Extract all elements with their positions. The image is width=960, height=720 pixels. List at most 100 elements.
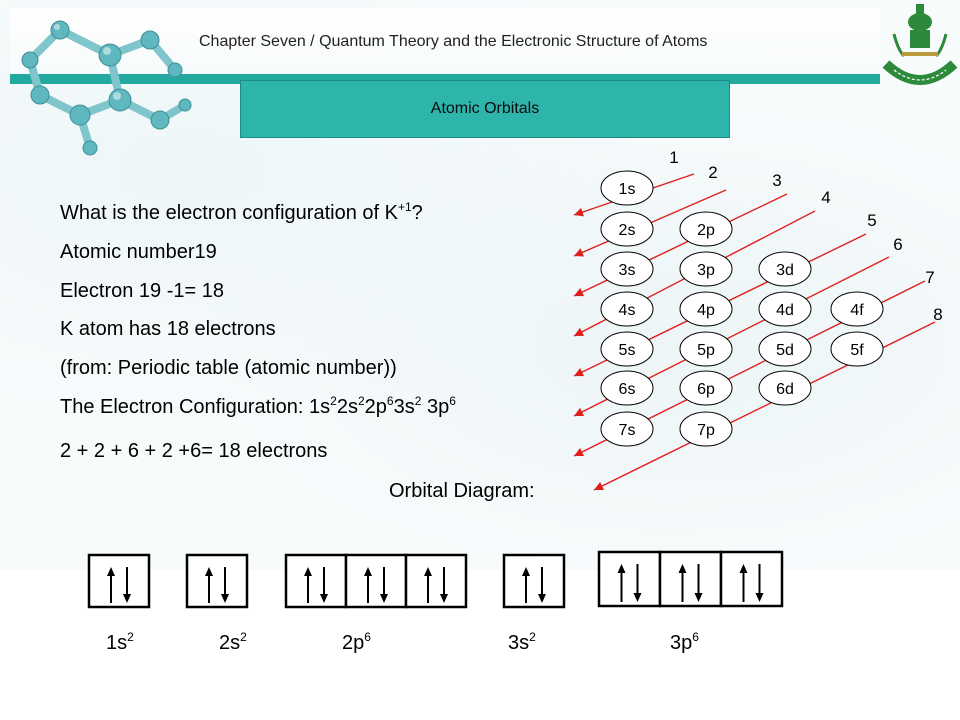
orbital-label: 3p [697,262,715,279]
section-title: Atomic Orbitals [430,100,540,117]
orbital-label: 4f [850,302,864,319]
arrow-number: 5 [867,211,876,230]
arrowhead [574,368,585,377]
spin-down-arrowhead [221,594,229,603]
subshell-electron-count: 6 [364,630,371,644]
question-text: What is the electron configuration of K [60,202,398,224]
orbital-label: 2p [697,222,715,239]
orbital-ellipse [830,291,884,327]
arrow-number: 1 [669,148,678,167]
config-line: The Electron Configuration: 1s22s22p63s2… [60,394,456,419]
question-charge: +1 [397,200,412,214]
orbital-ellipse [679,370,733,406]
config-term: 2s [336,396,358,418]
orbital-label: 4p [697,302,715,319]
k-atom-line: K atom has 18 electrons [60,318,276,340]
spin-up-arrowhead [522,567,530,576]
electrons-calc-line: Electron 19 -1= 18 [60,280,224,302]
arrow-number: 8 [933,305,942,324]
orbital-ellipse [600,331,654,367]
sum-line: 2 + 2 + 6 + 2 +6= 18 electrons [60,440,328,462]
orbital-label: 3d [776,262,794,279]
arrowhead [574,207,584,217]
subshell-label: 3s2 [508,630,536,655]
spin-down-arrowhead [320,594,328,603]
subshell-label: 2p6 [342,630,371,655]
spin-down-arrowhead [633,593,642,602]
arrowhead [594,481,605,491]
spin-down-arrowhead [380,594,388,603]
orbital-ellipse [600,411,654,447]
spin-down-arrowhead [123,594,131,603]
orbital-ellipse [758,370,812,406]
orbital-label: 4s [619,302,636,319]
arrowhead [574,288,585,297]
spin-up-arrowhead [304,567,312,576]
orbital-ellipse [679,251,733,287]
header-accent-strip [10,74,880,84]
orbital-label: 1s [619,181,636,198]
subshell-electron-count: 2 [529,630,536,644]
arrowhead [574,407,585,416]
orbital-label: 6d [776,381,794,398]
orbital-ellipse [679,411,733,447]
arrowhead [574,327,585,336]
spin-up-arrowhead [205,567,213,576]
spin-up-arrowhead [424,567,432,576]
orbital-label: 5p [697,342,715,359]
config-prefix: The Electron Configuration: [60,396,310,418]
config-term: 1s [309,396,331,418]
orbital-label: 7s [619,422,636,439]
subshell-name: 2s [219,632,241,654]
orbital-box [719,550,784,608]
arrow-number: 7 [925,268,934,287]
orbital-box [185,553,249,609]
subshell-electron-count: 2 [240,630,247,644]
orbital-label: 6s [619,381,636,398]
arrow-number: 2 [708,163,717,182]
config-exponent: 2 [357,394,365,408]
spin-down-arrowhead [538,594,546,603]
orbital-box [284,553,348,609]
config-term: 3p [421,396,450,418]
orbital-ellipse [600,251,654,287]
orbital-label: 6p [697,381,715,398]
orbital-box-diagram [87,550,784,609]
spin-up-arrowhead [617,564,626,573]
subshell-name: 3p [670,632,693,654]
orbital-box [597,550,662,608]
subshell-name: 1s [106,632,128,654]
orbital-ellipse [758,331,812,367]
university-logo [882,4,958,85]
orbital-label: 3s [619,262,636,279]
orbital-ellipse [600,370,654,406]
config-exponent: 2 [414,394,422,408]
orbital-ellipse [679,211,733,247]
subshell-label: 3p6 [670,630,699,655]
orbital-ellipse [600,170,654,206]
orbital-ellipse [600,211,654,247]
orbital-box [344,553,408,609]
chapter-title: Chapter Seven / Quantum Theory and the E… [199,33,708,50]
subshell-electron-count: 6 [692,630,699,644]
spin-up-arrowhead [364,567,372,576]
orbital-label: 5d [776,342,794,359]
orbital-label: 4d [776,302,794,319]
orbital-box [87,553,151,609]
spin-down-arrowhead [694,593,703,602]
orbital-ellipse [758,251,812,287]
section-title-box: Atomic Orbitals [240,80,730,138]
config-exponent: 6 [386,394,394,408]
orbital-box [404,553,468,609]
config-exponent: 2 [330,394,337,408]
config-term: 3s [393,396,415,418]
orbital-box [502,553,566,609]
spin-up-arrowhead [107,567,115,576]
subshell-label: 1s2 [106,631,134,655]
config-term: 2p [364,396,387,418]
orbital-diagram-label: Orbital Diagram: [389,480,535,502]
atomic-number-line: Atomic number19 [60,241,217,263]
orbital-label: 5f [850,342,864,359]
orbital-ellipse [679,331,733,367]
